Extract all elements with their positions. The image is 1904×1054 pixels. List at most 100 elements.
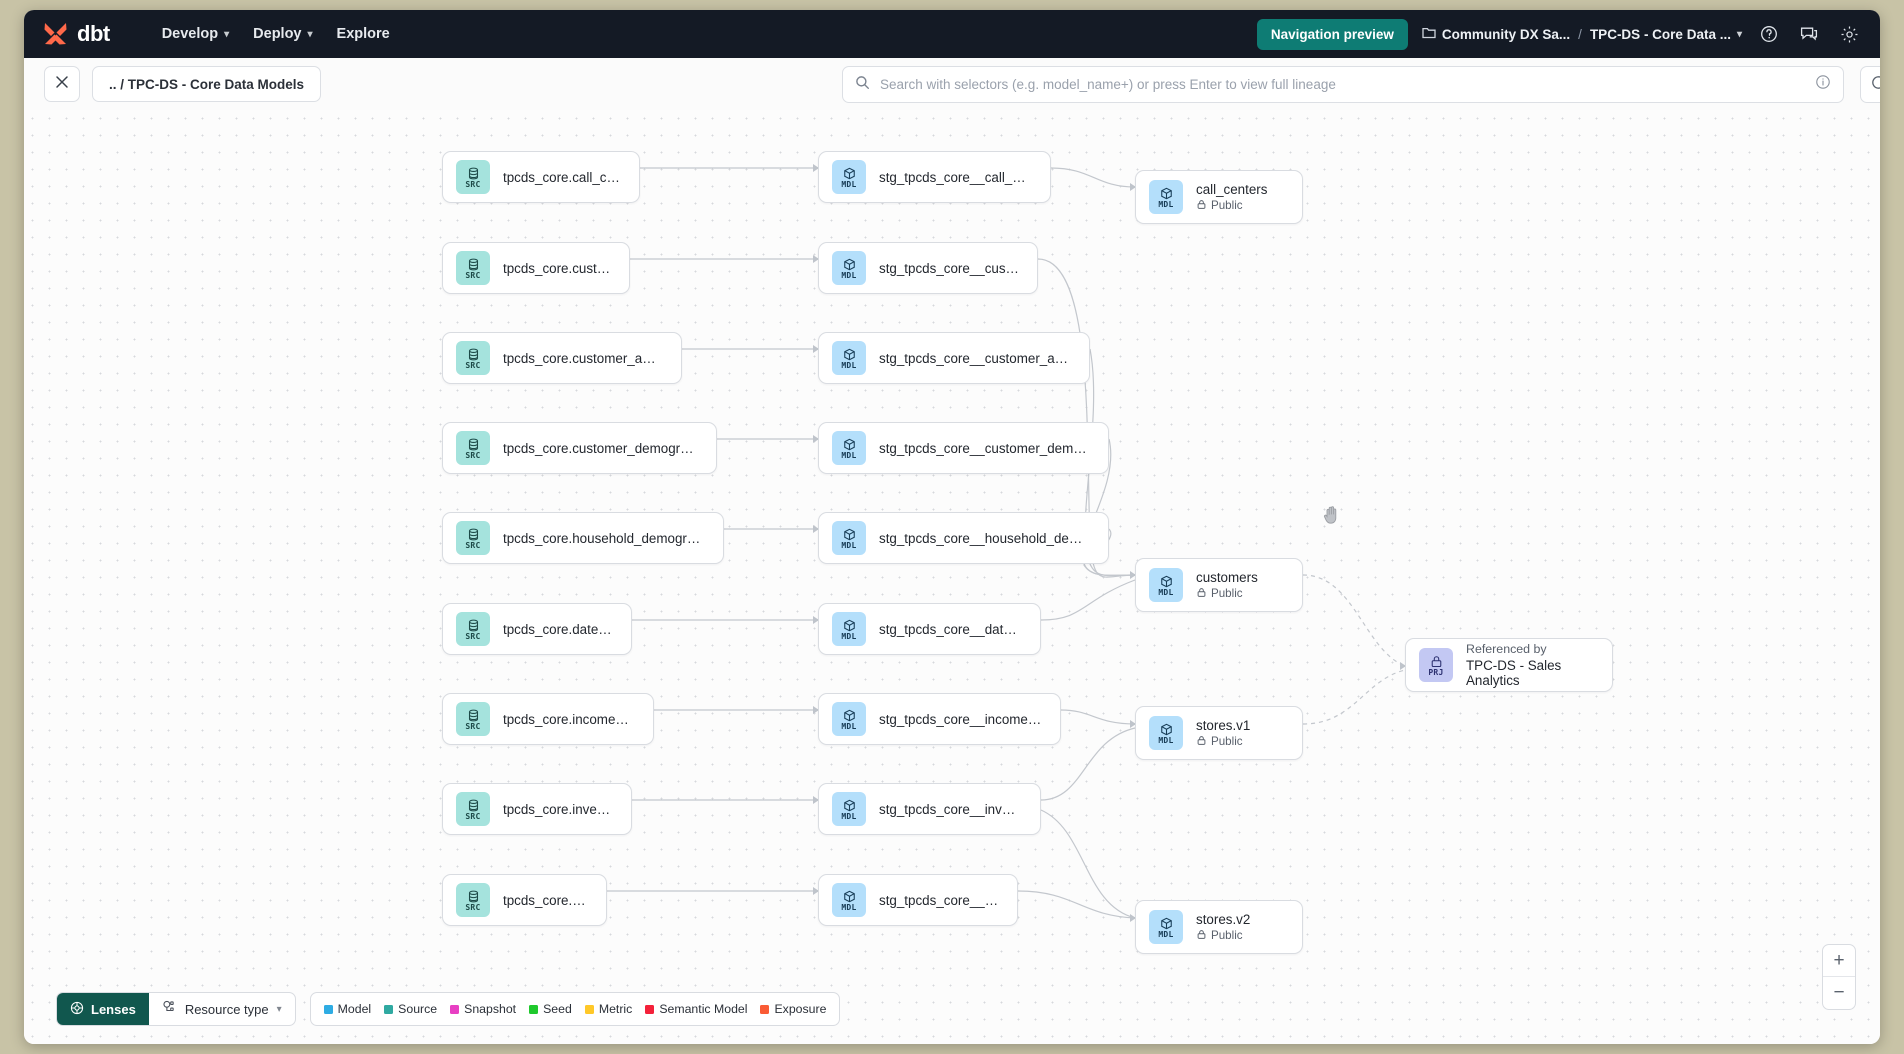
resource-type-dropdown[interactable]: Resource type ▾ bbox=[149, 993, 295, 1025]
lineage-node-title: stg_tpcds_core__customer_address bbox=[879, 350, 1071, 366]
src-badge-icon: SRC bbox=[456, 702, 490, 736]
lineage-node-text: stg_tpcds_core__customer_demogra... bbox=[879, 441, 1090, 456]
src-badge-icon: SRC bbox=[456, 251, 490, 285]
lineage-canvas[interactable]: SRCtpcds_core.call_centerSRCtpcds_core.c… bbox=[24, 110, 1880, 1044]
lineage-node-title: tpcds_core.date_dim bbox=[503, 621, 613, 637]
lineage-node-title: stores.v2 bbox=[1196, 911, 1251, 927]
bottom-toolbar: Lenses Resource type ▾ Model Source Snapsh… bbox=[56, 992, 841, 1026]
nav-item-develop-label: Develop bbox=[161, 26, 219, 42]
dbt-logo[interactable]: dbt bbox=[42, 21, 110, 47]
lineage-node-title: tpcds_core.household_demographics bbox=[503, 530, 705, 546]
lineage-node-subtitle: Public bbox=[1196, 929, 1250, 943]
lineage-node-src-store[interactable]: SRC tpcds_core.store bbox=[442, 874, 607, 926]
lens-group: Lenses Resource type ▾ bbox=[56, 992, 296, 1026]
legend-item-source[interactable]: Source bbox=[384, 1002, 437, 1016]
lineage-node-title: stg_tpcds_core__inventory bbox=[879, 801, 1022, 817]
lenses-button[interactable]: Lenses bbox=[57, 993, 149, 1025]
breadcrumb-project[interactable]: TPC-DS - Core Data ... ▾ bbox=[1590, 27, 1742, 42]
lineage-node-subtitle: Public bbox=[1196, 199, 1267, 213]
search-bar[interactable] bbox=[842, 66, 1844, 103]
lineage-node-subtitle: Public bbox=[1196, 587, 1258, 601]
mdl-badge-icon: MDL bbox=[1149, 910, 1183, 944]
search-icon bbox=[855, 75, 870, 95]
lineage-node-title: stg_tpcds_core__household_demogr... bbox=[879, 530, 1090, 546]
lineage-node-src-call-center[interactable]: SRC tpcds_core.call_center bbox=[442, 151, 640, 203]
lineage-node-title: stg_tpcds_core__customer bbox=[879, 260, 1019, 276]
legend-item-metric[interactable]: Metric bbox=[584, 1002, 632, 1016]
mdl-badge-icon: MDL bbox=[1149, 568, 1183, 602]
info-icon[interactable] bbox=[1815, 74, 1831, 95]
lineage-breadcrumb-chip[interactable]: .. / TPC-DS - Core Data Models bbox=[92, 66, 322, 102]
nav-item-deploy-label: Deploy bbox=[253, 26, 302, 42]
legend-item-snapshot[interactable]: Snapshot bbox=[450, 1002, 516, 1016]
lineage-node-text: tpcds_core.store bbox=[503, 893, 588, 908]
help-circle-icon[interactable] bbox=[1756, 21, 1782, 47]
close-lineage-button[interactable] bbox=[44, 66, 80, 102]
legend-swatch-icon bbox=[450, 1004, 460, 1014]
src-badge-icon: SRC bbox=[456, 341, 490, 375]
legend-item-model[interactable]: Model bbox=[323, 1002, 371, 1016]
breadcrumb: Community DX Sa... / TPC-DS - Core Data … bbox=[1422, 27, 1742, 42]
feedback-icon[interactable] bbox=[1796, 21, 1822, 47]
folder-icon bbox=[1422, 27, 1436, 42]
resource-type-label: Resource type bbox=[184, 1001, 269, 1017]
lineage-node-text: stg_tpcds_core__customer_address bbox=[879, 351, 1071, 366]
lineage-node-text: stg_tpcds_core__call_center bbox=[879, 170, 1032, 185]
zoom-in-button[interactable]: + bbox=[1823, 945, 1855, 977]
navigation-preview-button[interactable]: Navigation preview bbox=[1256, 18, 1408, 50]
legend-item-seed[interactable]: Seed bbox=[529, 1002, 572, 1016]
breadcrumb-account[interactable]: Community DX Sa... bbox=[1422, 27, 1570, 42]
legend-item-exposure[interactable]: Exposure bbox=[760, 1002, 826, 1016]
nav-item-develop[interactable]: Develop ▾ bbox=[150, 20, 241, 48]
lineage-node-text: tpcds_core.date_dim bbox=[503, 622, 613, 637]
src-badge-icon: SRC bbox=[456, 160, 490, 194]
nav-item-explore[interactable]: Explore bbox=[325, 20, 402, 48]
top-nav-right-group: Navigation preview Community DX Sa... / … bbox=[1256, 18, 1862, 50]
gear-icon[interactable] bbox=[1836, 21, 1862, 47]
nav-item-deploy[interactable]: Deploy ▾ bbox=[241, 20, 324, 48]
lineage-node-title: call_centers bbox=[1196, 181, 1268, 197]
lineage-node-title: tpcds_core.customer_demographics bbox=[503, 440, 698, 456]
breadcrumb-separator: / bbox=[1578, 26, 1582, 42]
lineage-node-title: customers bbox=[1196, 569, 1258, 585]
legend-label: Snapshot bbox=[464, 1002, 517, 1016]
lineage-node-title: stores.v1 bbox=[1196, 717, 1251, 733]
zoom-out-button[interactable]: − bbox=[1833, 982, 1845, 1003]
legend-item-semantic-model[interactable]: Semantic Model bbox=[645, 1002, 747, 1016]
access-level-label: Public bbox=[1211, 199, 1243, 212]
lineage-node-text: stg_tpcds_core__inventory bbox=[879, 802, 1022, 817]
lineage-node-text: tpcds_core.call_center bbox=[503, 170, 621, 185]
refresh-button[interactable] bbox=[1860, 66, 1880, 103]
mdl-badge-icon: MDL bbox=[1149, 180, 1183, 214]
breadcrumb-account-label: Community DX Sa... bbox=[1441, 26, 1571, 42]
src-badge-icon: SRC bbox=[456, 883, 490, 917]
access-level-label: Public bbox=[1211, 929, 1243, 942]
lineage-node-text: stg_tpcds_core__income_band bbox=[879, 712, 1042, 727]
lineage-node-text: tpcds_core.inventory bbox=[503, 802, 613, 817]
search-input[interactable] bbox=[880, 77, 1805, 92]
